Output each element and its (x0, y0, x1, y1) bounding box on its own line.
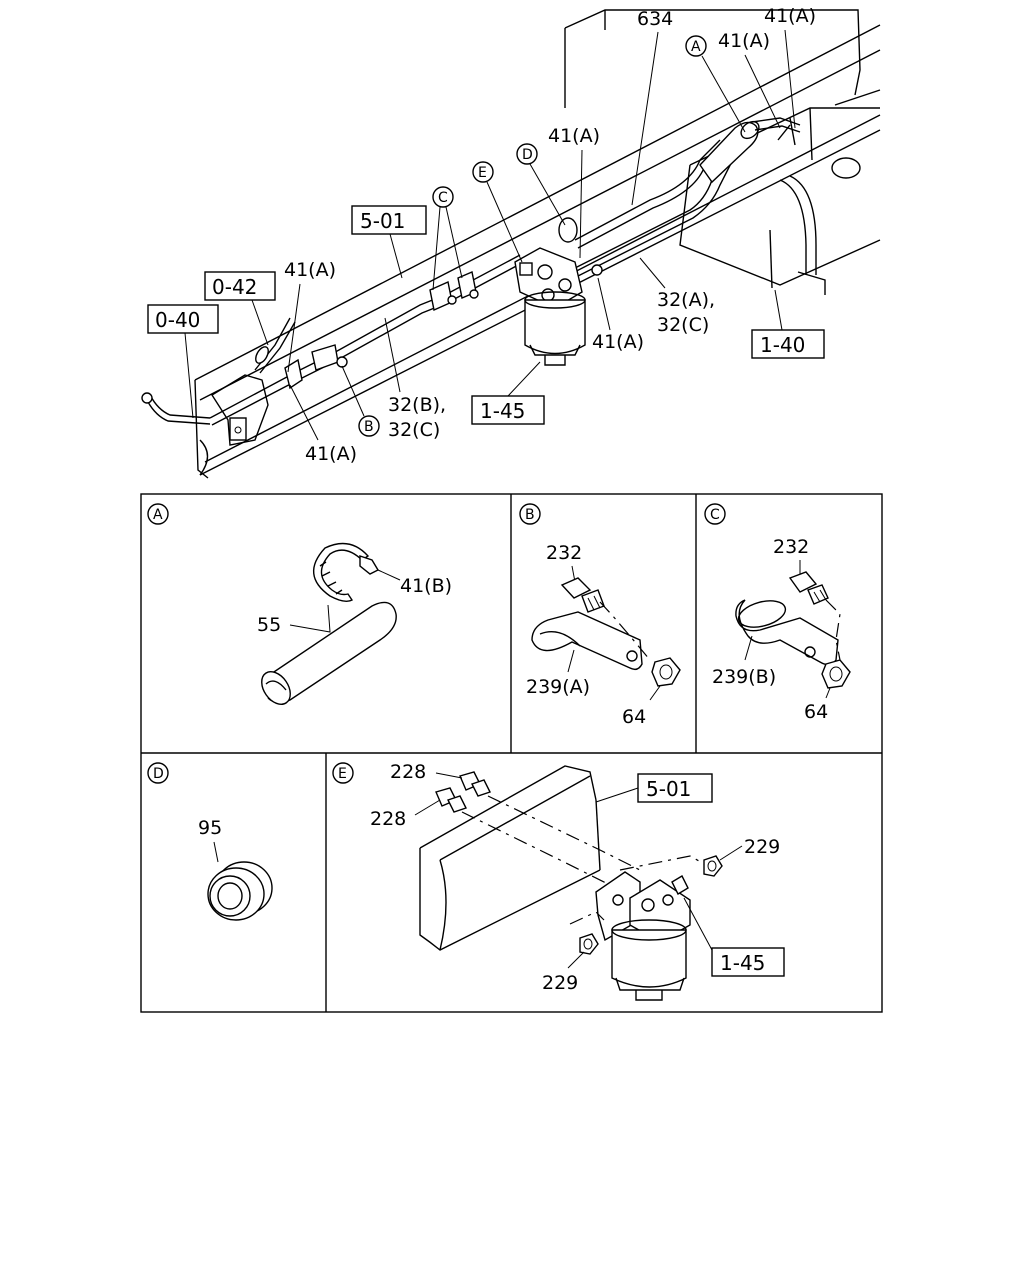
label-228-upper: 228 (390, 761, 426, 783)
ref-box-0-42[interactable]: 0-42 (204, 271, 276, 301)
svg-text:D: D (522, 147, 533, 163)
panel-d-letter: D (153, 766, 164, 782)
svg-text:E: E (478, 165, 487, 181)
label-239a: 239(A) (526, 676, 590, 698)
ref-box-1-40[interactable]: 1-40 (751, 329, 825, 359)
label-232-c: 232 (773, 536, 809, 558)
panel-e-letter: E (338, 766, 347, 782)
label-232-b: 232 (546, 542, 582, 564)
svg-text:1-45: 1-45 (720, 951, 765, 975)
ref-box-5-01-detail[interactable]: 5-01 (637, 773, 713, 803)
label-64-b: 64 (622, 706, 646, 728)
svg-text:B: B (364, 419, 374, 435)
main-labels: 634 41(A) 41(A) 41(A) 41(A) 41(A) 41(A) … (147, 5, 825, 465)
detail-grid (140, 493, 883, 1013)
ref-box-0-40[interactable]: 0-40 (147, 304, 219, 334)
svg-text:0-40: 0-40 (155, 308, 200, 332)
label-64-c: 64 (804, 701, 828, 723)
callout-a[interactable]: A (685, 35, 707, 57)
label-41a-filter: 41(A) (592, 331, 644, 353)
callout-d[interactable]: D (516, 143, 538, 165)
detail-panel-c: C 232 239(B) 64 (704, 503, 851, 723)
label-41a-top2: 41(A) (718, 30, 770, 52)
label-95: 95 (198, 817, 222, 839)
svg-text:1-40: 1-40 (760, 333, 805, 357)
detail-panel-b: B 232 239(A) 64 (519, 503, 681, 728)
panel-a-letter: A (153, 507, 163, 523)
svg-text:0-42: 0-42 (212, 275, 257, 299)
label-55: 55 (257, 614, 281, 636)
svg-text:A: A (691, 39, 701, 55)
ref-box-5-01[interactable]: 5-01 (351, 205, 427, 235)
label-32b: 32(B), (388, 394, 446, 416)
panel-c-letter: C (710, 507, 720, 523)
label-32c-left: 32(C) (388, 419, 440, 441)
label-229-left: 229 (542, 972, 578, 994)
callout-e[interactable]: E (472, 161, 494, 183)
label-239b: 239(B) (712, 666, 776, 688)
label-41a-left: 41(A) (284, 259, 336, 281)
svg-text:5-01: 5-01 (646, 777, 691, 801)
ref-box-1-45-detail[interactable]: 1-45 (711, 947, 785, 977)
label-41a-bottom: 41(A) (305, 443, 357, 465)
label-228-lower: 228 (370, 808, 406, 830)
label-41a-top: 41(A) (764, 5, 816, 27)
svg-text:5-01: 5-01 (360, 209, 405, 233)
label-41b: 41(B) (400, 575, 452, 597)
detail-panel-a: A 41(B) 55 (147, 503, 452, 705)
svg-text:C: C (438, 190, 448, 206)
label-41a-mid: 41(A) (548, 125, 600, 147)
callout-c[interactable]: C (432, 186, 454, 208)
detail-panel-e: E 228 228 (332, 761, 785, 1001)
label-634: 634 (637, 8, 673, 30)
label-32a: 32(A), (657, 289, 715, 311)
main-assembly-drawing (141, 9, 881, 479)
panel-b-letter: B (525, 507, 535, 523)
label-32c-right: 32(C) (657, 314, 709, 336)
detail-panel-d: D 95 (147, 762, 273, 921)
svg-text:1-45: 1-45 (480, 399, 525, 423)
label-229-right: 229 (744, 836, 780, 858)
ref-box-1-45[interactable]: 1-45 (471, 395, 545, 425)
callout-b[interactable]: B (358, 415, 380, 437)
